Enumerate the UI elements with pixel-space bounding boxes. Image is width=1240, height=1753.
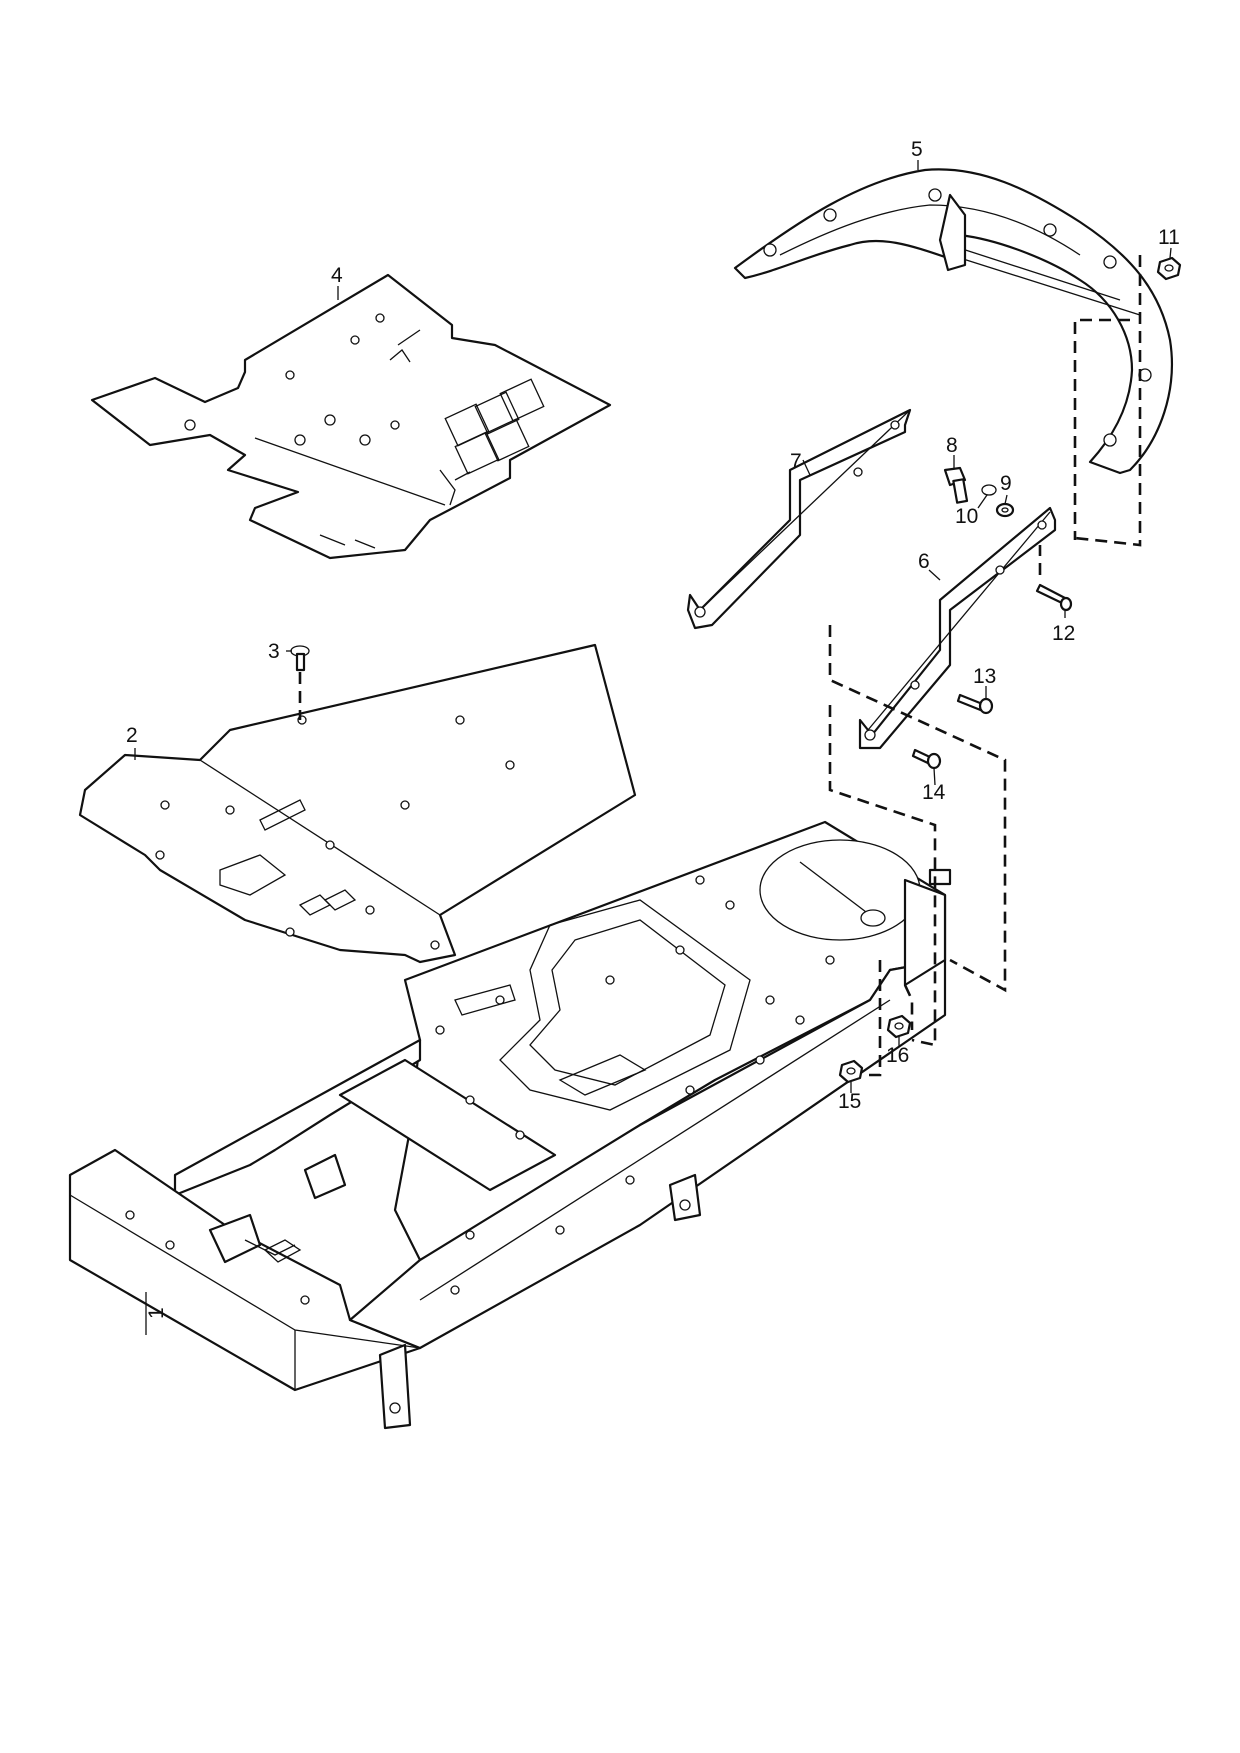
part-12-bolt <box>1035 583 1073 612</box>
callout-14: 14 <box>922 781 946 804</box>
part-1-main-frame <box>68 820 952 1430</box>
callout-15: 15 <box>838 1090 861 1113</box>
callout-3: 3 <box>268 640 280 663</box>
part-8-bolt <box>943 466 969 504</box>
callout-9: 9 <box>1000 472 1012 495</box>
part-10-washer <box>981 484 997 496</box>
assembly-lines <box>828 255 1142 1077</box>
callout-5: 5 <box>911 138 923 161</box>
callout-16: 16 <box>886 1044 909 1067</box>
part-4-floor-mat <box>90 273 612 560</box>
callout-13: 13 <box>973 665 996 688</box>
part-6-bracket <box>858 506 1057 750</box>
part-3-screw <box>290 645 310 720</box>
part-5-rear-bumper <box>733 168 1173 475</box>
callout-6: 6 <box>918 550 930 573</box>
part-15-nut <box>838 1059 864 1084</box>
part-9-nut <box>995 502 1015 518</box>
part-2-floor-plate <box>78 643 637 964</box>
leader-lines <box>134 160 1172 1335</box>
callout-labels: 1 2 3 4 5 6 7 8 9 10 11 12 13 14 15 16 <box>126 138 1180 1319</box>
part-7-bracket <box>686 408 912 630</box>
callout-10: 10 <box>955 505 978 528</box>
callout-11: 11 <box>1158 226 1180 249</box>
hardware-fasteners <box>838 256 1182 1084</box>
part-14-bolt <box>911 748 942 770</box>
callout-4: 4 <box>331 264 343 287</box>
part-13-bolt <box>956 693 994 715</box>
callout-1: 1 <box>145 1307 168 1319</box>
callout-8: 8 <box>946 434 958 457</box>
callout-2: 2 <box>126 724 138 747</box>
part-11-nut <box>1156 256 1182 281</box>
callout-7: 7 <box>790 450 802 473</box>
callout-12: 12 <box>1052 622 1075 645</box>
part-16-nut <box>886 1014 912 1039</box>
